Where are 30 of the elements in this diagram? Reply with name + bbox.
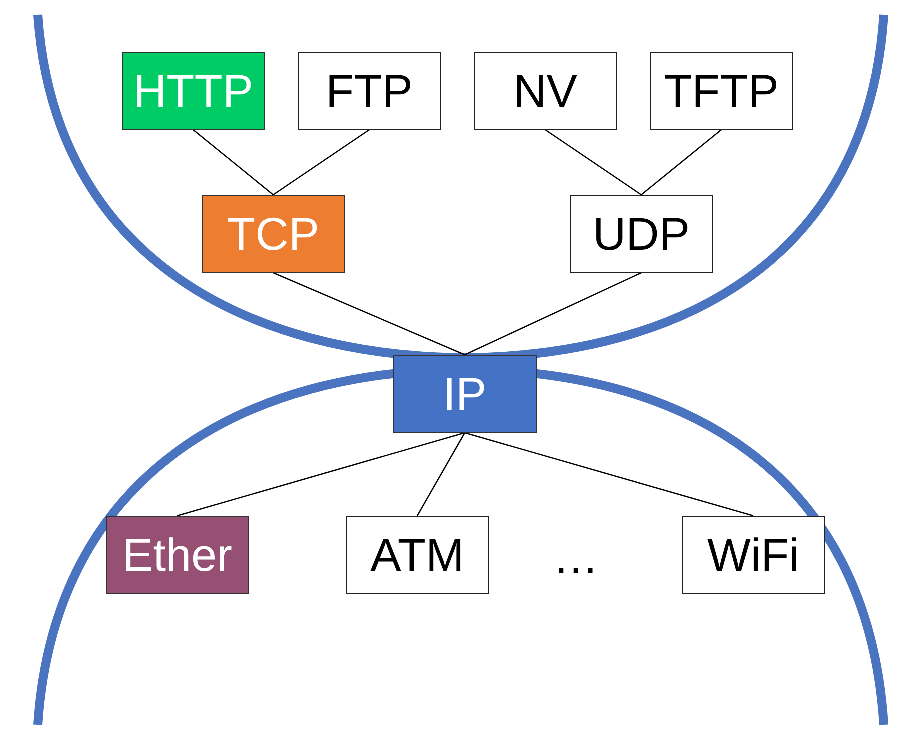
protocol-name: TFTP: [664, 64, 779, 118]
connector-line: [416, 432, 466, 516]
protocol-name: TCP: [228, 207, 320, 261]
ellipsis-text: …: [553, 530, 599, 584]
connector-line: [273, 272, 466, 356]
connector-line: [193, 130, 274, 196]
protocol-name: WiFi: [708, 528, 800, 582]
protocol-box: [202, 195, 345, 273]
connector-line: [273, 129, 370, 196]
protocol-box: [298, 52, 441, 130]
protocol-box: [346, 516, 489, 594]
protocol-name: NV: [514, 64, 578, 118]
protocol-box: [570, 195, 713, 273]
protocol-box: [682, 516, 825, 594]
protocol-box: [122, 52, 265, 130]
protocol-box: [393, 355, 537, 433]
protocol-name: ATM: [370, 528, 464, 582]
protocol-name: FTP: [326, 64, 413, 118]
connector-line: [641, 130, 722, 196]
protocol-name: IP: [443, 367, 487, 421]
protocol-box: [474, 52, 617, 130]
protocol-name: Ether: [122, 528, 232, 582]
protocol-box: [650, 52, 793, 130]
connector-line: [545, 129, 642, 196]
protocol-name: HTTP: [133, 64, 254, 118]
connector-line: [177, 432, 466, 517]
connector-line: [464, 272, 642, 356]
connector-line: [464, 432, 754, 517]
protocol-name: UDP: [592, 207, 690, 261]
protocol-box: [106, 516, 249, 594]
